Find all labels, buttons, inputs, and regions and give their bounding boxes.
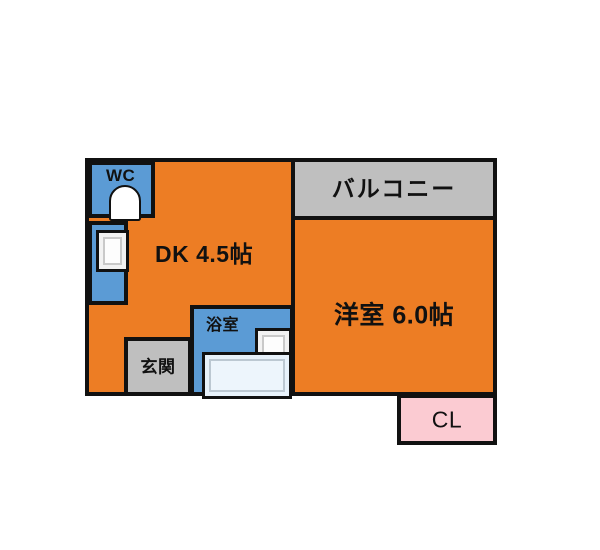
room-label-dk: DK 4.5帖 xyxy=(155,241,254,267)
bathtub-icon xyxy=(202,352,292,399)
room-label-bedroom: 洋室 6.0帖 xyxy=(333,301,455,330)
kitchen-strip xyxy=(88,221,129,305)
sink-icon xyxy=(96,230,129,272)
room-entrance: 玄関 xyxy=(124,337,192,396)
toilet-icon xyxy=(109,185,141,221)
room-bathroom: 浴室 xyxy=(190,305,294,399)
room-label-closet: CL xyxy=(431,406,463,432)
room-closet: CL xyxy=(397,394,497,445)
room-label-entrance: 玄関 xyxy=(140,357,176,376)
room-balcony: バルコニー xyxy=(291,158,497,220)
room-bedroom: 洋室 6.0帖 xyxy=(291,216,497,396)
room-label-wc: WC xyxy=(106,166,136,185)
room-label-bathroom: 浴室 xyxy=(206,317,240,334)
room-wc: WC xyxy=(88,161,155,221)
room-label-balcony: バルコニー xyxy=(331,175,457,202)
